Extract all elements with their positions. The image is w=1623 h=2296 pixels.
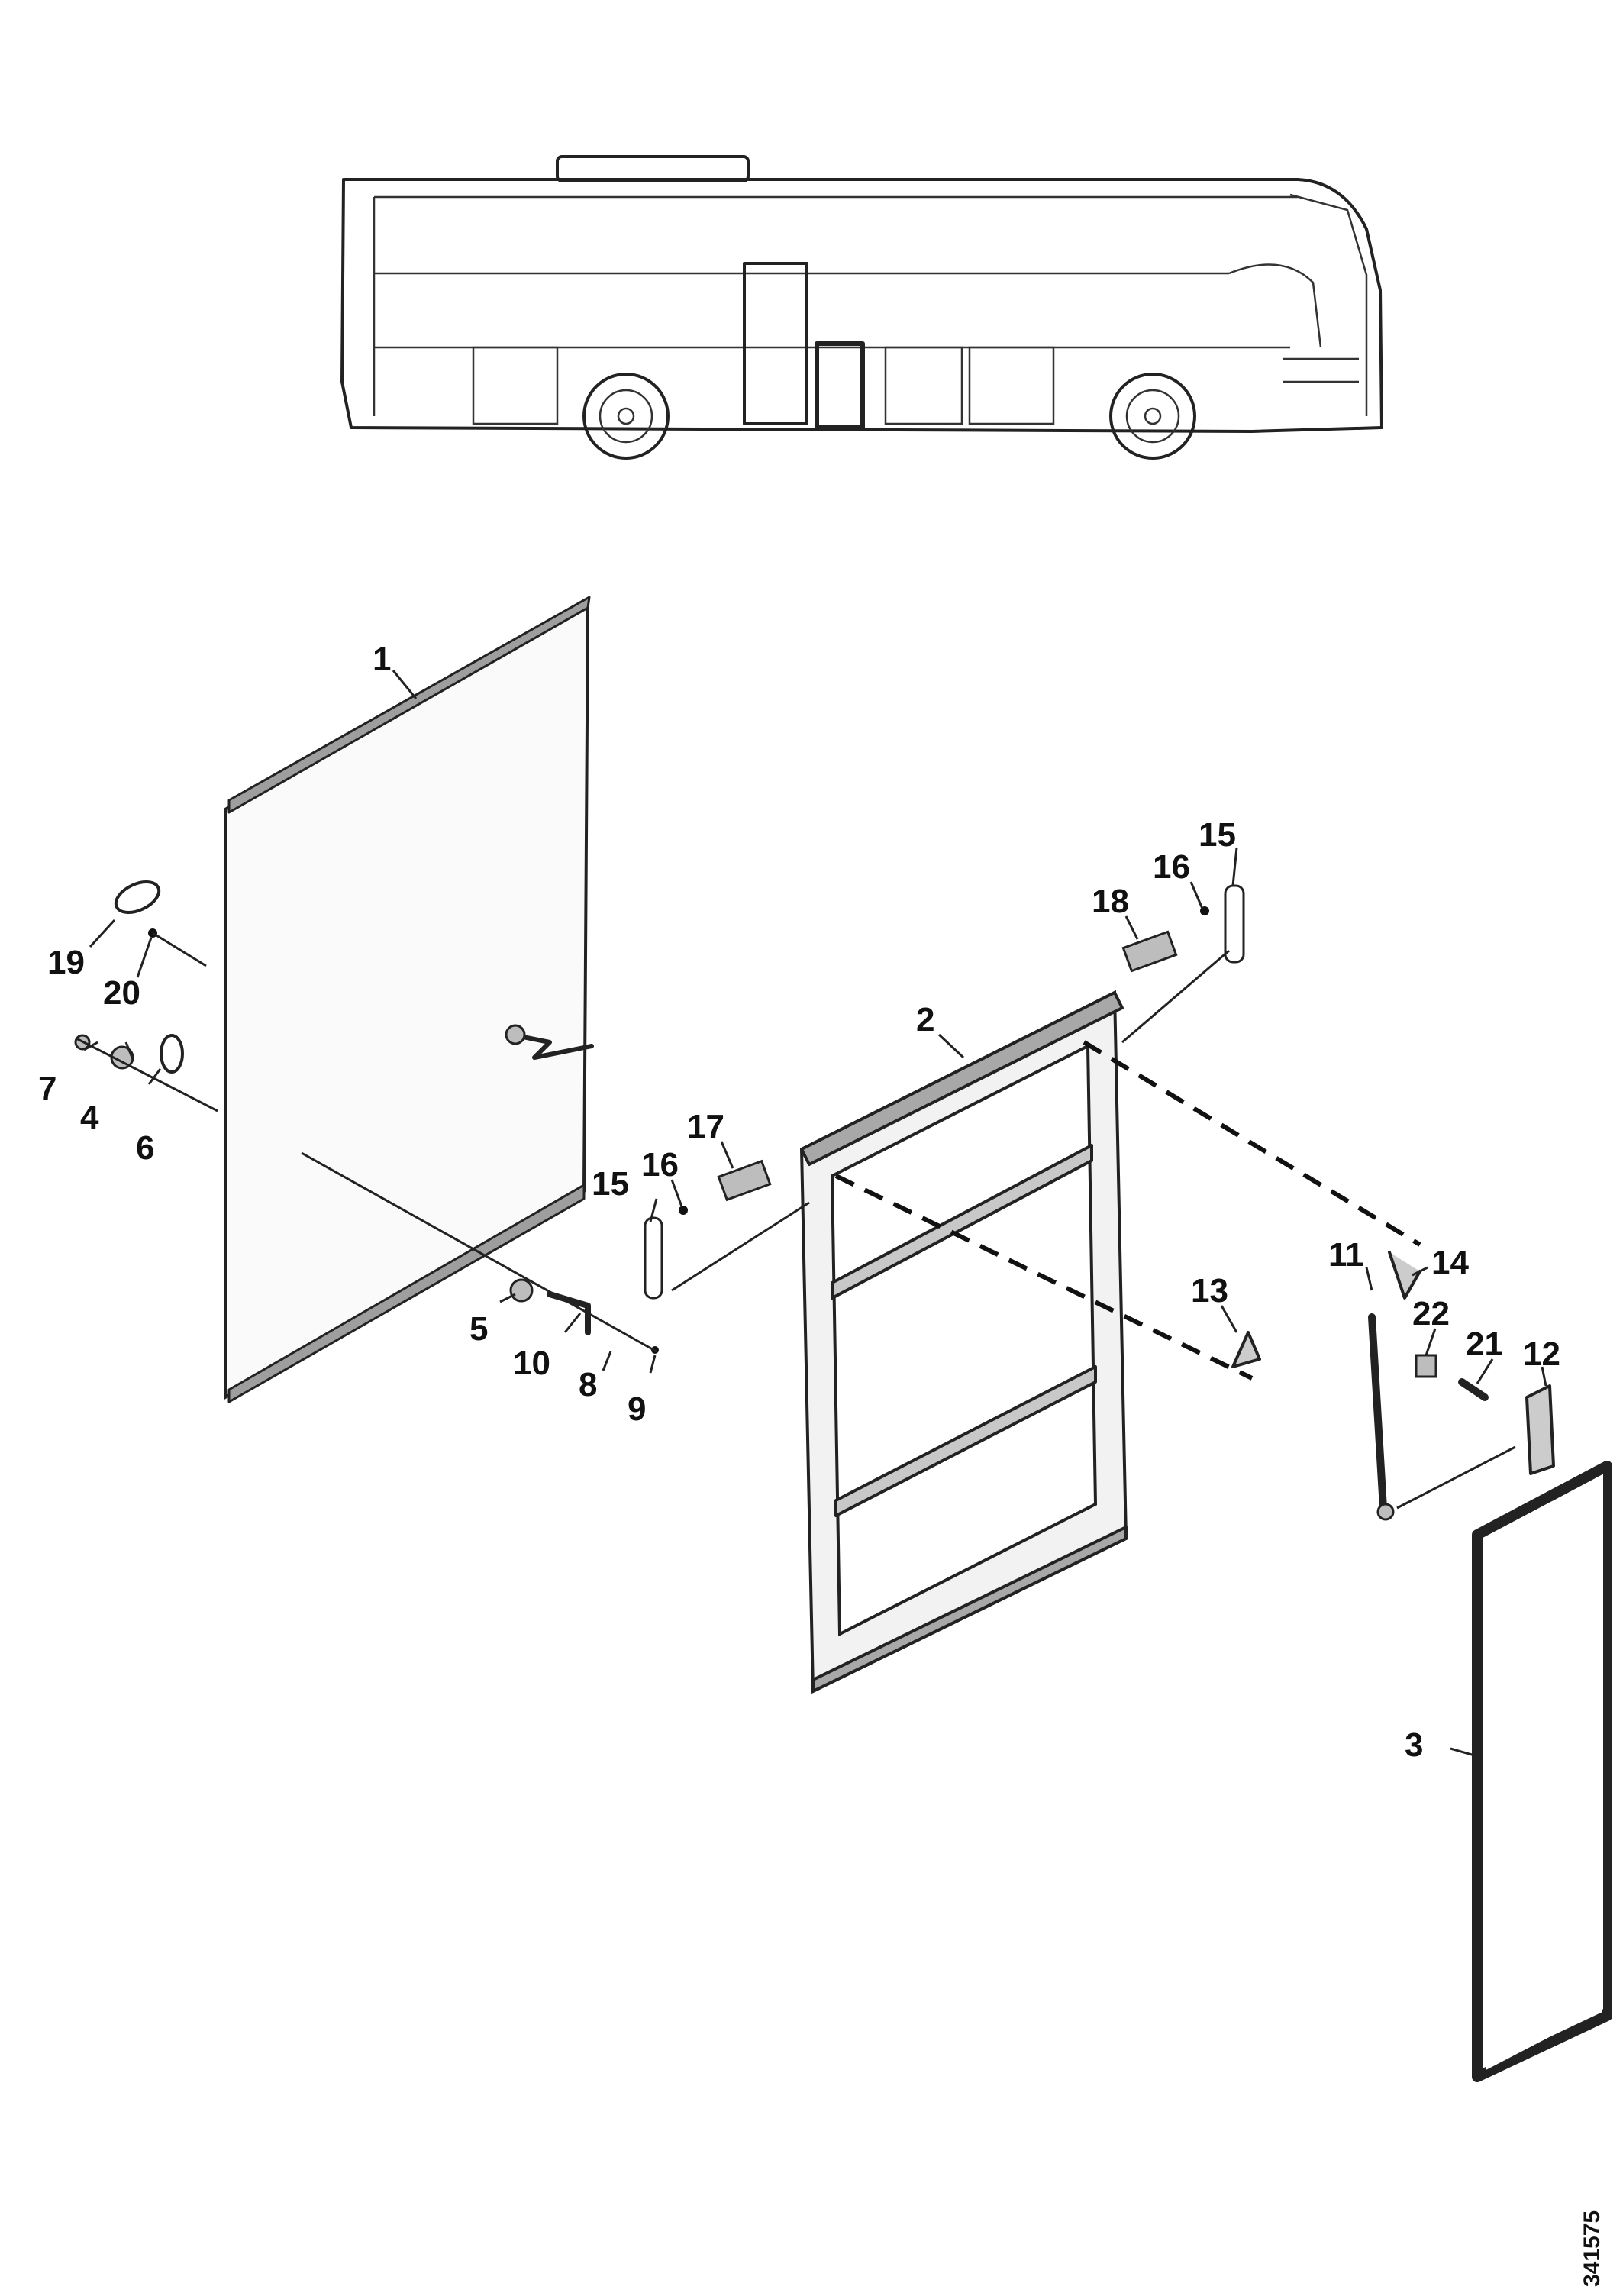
callout-19: 19 — [47, 944, 85, 981]
reference-number: 341575 — [1579, 2210, 1605, 2287]
callout-6: 6 — [136, 1129, 154, 1167]
callout-16-right: 16 — [1153, 848, 1190, 886]
callout-20: 20 — [103, 974, 140, 1012]
callout-2: 2 — [916, 1001, 934, 1038]
callout-17: 17 — [687, 1108, 724, 1145]
door-frame-part-2 — [799, 990, 1128, 1694]
callout-8: 8 — [579, 1366, 597, 1403]
door-panel-part-1 — [224, 596, 594, 1403]
small-parts — [74, 880, 1555, 1521]
callout-14: 14 — [1431, 1244, 1469, 1281]
callout-10: 10 — [513, 1345, 550, 1382]
callout-12: 12 — [1523, 1335, 1560, 1373]
callout-22: 22 — [1412, 1295, 1450, 1332]
callout-labels: 1 2 3 4 5 6 7 8 9 10 11 12 13 14 15 15 1… — [38, 641, 1560, 1764]
callout-4: 4 — [80, 1099, 99, 1136]
callout-11: 11 — [1328, 1236, 1364, 1274]
seal-part-3 — [1472, 1461, 1612, 2082]
callout-16-left: 16 — [641, 1146, 679, 1184]
callout-15-right: 15 — [1199, 816, 1236, 854]
callout-21: 21 — [1466, 1326, 1503, 1363]
callout-15-left: 15 — [592, 1165, 629, 1203]
assembly-lines — [834, 1040, 1421, 1381]
callout-9: 9 — [628, 1390, 646, 1428]
bus-overview — [340, 155, 1383, 460]
callout-5: 5 — [469, 1310, 488, 1348]
leader-lines — [83, 670, 1547, 1758]
callout-1: 1 — [373, 641, 391, 678]
callout-7: 7 — [38, 1070, 56, 1107]
callout-3: 3 — [1405, 1726, 1423, 1764]
callout-13: 13 — [1191, 1272, 1228, 1309]
callout-18: 18 — [1092, 883, 1129, 920]
